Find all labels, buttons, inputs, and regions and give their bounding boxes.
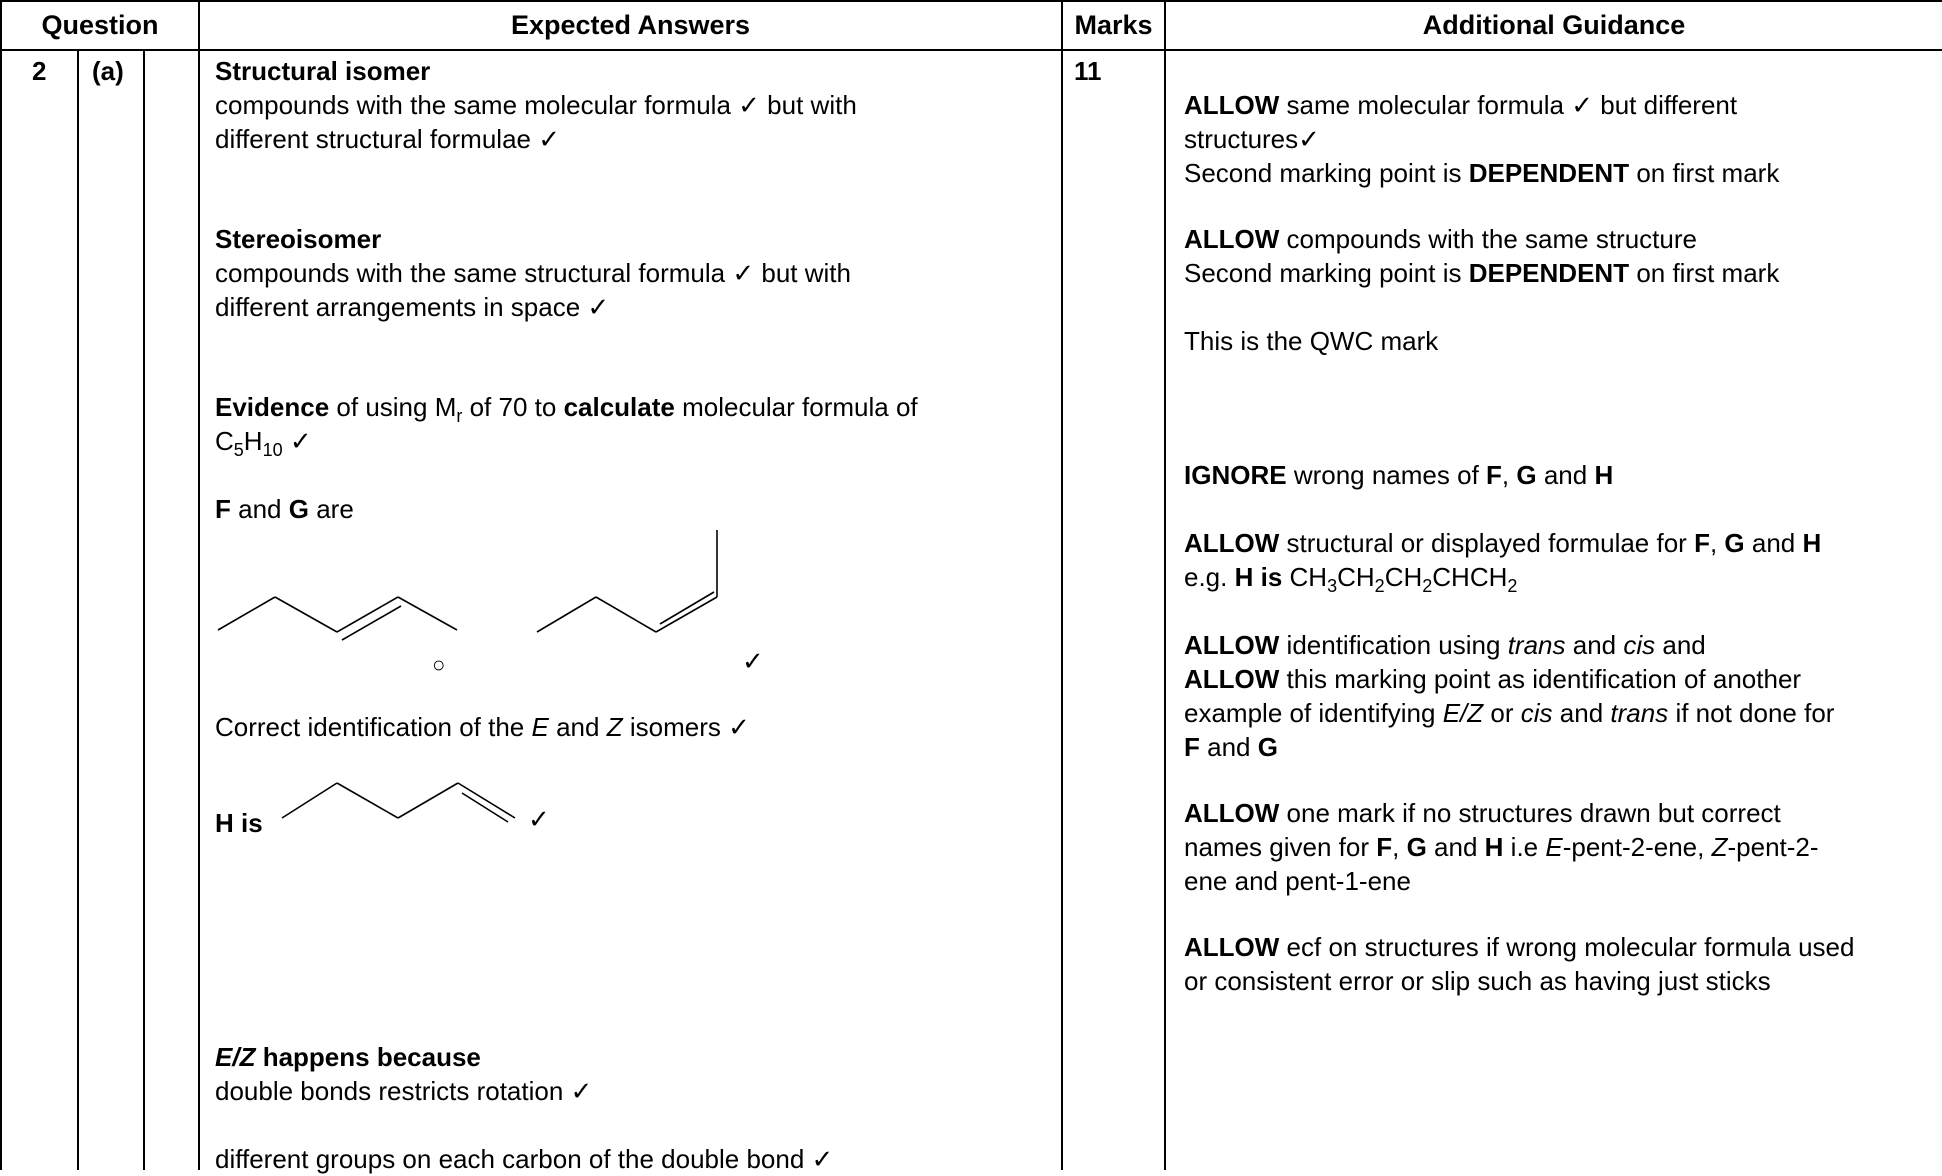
guidance-allow-formulae: ALLOW structural or displayed formulae f…: [1184, 528, 1822, 558]
col-divider-answers: [1061, 0, 1063, 1170]
structure-pent-1-ene: [281, 782, 516, 823]
col-divider-marks: [1164, 0, 1166, 1170]
ez-happens-because-title: E/Z happens because: [215, 1042, 481, 1072]
guidance-allow-another-example: ALLOW this marking point as identificati…: [1184, 664, 1802, 694]
tick-mark: ✓: [587, 292, 610, 322]
col-divider-number: [77, 50, 79, 1170]
table-top-border: [0, 0, 1942, 2]
ez-identification: Correct identification of the E and Z is…: [215, 712, 750, 742]
tick-mark: ✓: [738, 90, 760, 120]
tick-mark: ✓: [811, 1144, 834, 1174]
guidance-ignore-names: IGNORE wrong names of F, G and H: [1184, 460, 1614, 490]
stereoisomer-line1: compounds with the same structural formu…: [215, 258, 851, 288]
structural-isomer-title: Structural isomer: [215, 56, 431, 86]
header-additional-guidance: Additional Guidance: [1422, 10, 1686, 40]
structural-isomer-line1: compounds with the same molecular formul…: [215, 90, 857, 120]
tick-mark: ✓: [742, 646, 764, 676]
table-left-border: [0, 0, 2, 1170]
tick-mark: ✓: [570, 1076, 593, 1106]
guidance-allow-structures: ALLOW same molecular formula ✓ but diffe…: [1184, 90, 1738, 120]
evidence-line1: Evidence of using Mr of 70 to calculate …: [215, 392, 918, 426]
structure-z-pent-2-ene: [536, 530, 718, 633]
guidance-dependent-2: Second marking point is DEPENDENT on fir…: [1184, 258, 1780, 288]
tick-mark: ✓: [538, 124, 561, 154]
tick-mark: ✓: [1298, 124, 1320, 154]
col-divider-question: [198, 0, 200, 1170]
guidance-allow-trans-cis: ALLOW identification using trans and cis…: [1184, 630, 1706, 660]
guidance-allow-same-structure: ALLOW compounds with the same structure: [1184, 224, 1697, 254]
h-is-label: H is: [215, 808, 263, 838]
structure-e-pent-2-ene: [217, 596, 458, 641]
guidance-qwc-mark: This is the QWC mark: [1184, 326, 1439, 356]
circle-mark: ○: [432, 652, 446, 677]
tick-mark: ✓: [289, 426, 312, 456]
header-question: Question: [41, 10, 159, 40]
structural-isomer-line2: different structural formulae ✓: [215, 124, 561, 154]
evidence-formula: C5H10 ✓: [215, 426, 312, 460]
stereoisomer-title: Stereoisomer: [215, 224, 382, 254]
ez-reason-rotation: double bonds restricts rotation ✓: [215, 1076, 593, 1106]
guidance-consistent-error: or consistent error or slip such as havi…: [1184, 966, 1771, 996]
guidance-allow-one-mark: ALLOW one mark if no structures drawn bu…: [1184, 798, 1781, 828]
header-bottom-border: [0, 49, 1942, 51]
guidance-h-formula: e.g. H is CH3CH2CH2CHCH2: [1184, 562, 1518, 596]
question-part: (a): [92, 56, 124, 86]
guidance-correct-names: names given for F, G and H i.e E-pent-2-…: [1184, 832, 1819, 862]
f-and-g-are: F and G are: [215, 494, 354, 524]
guidance-dependent-1: Second marking point is DEPENDENT on fir…: [1184, 158, 1780, 188]
guidance-example-ez: example of identifying E/Z or cis and tr…: [1184, 698, 1835, 728]
col-divider-part: [143, 50, 145, 1170]
question-number: 2: [32, 56, 47, 86]
guidance-pent-1-ene: ene and pent-1-ene: [1184, 866, 1411, 896]
stereoisomer-line2: different arrangements in space ✓: [215, 292, 610, 322]
guidance-allow-ecf: ALLOW ecf on structures if wrong molecul…: [1184, 932, 1855, 962]
guidance-structures-line: structures✓: [1184, 124, 1320, 154]
marks-value: 11: [1074, 56, 1102, 86]
header-marks: Marks: [1074, 10, 1153, 40]
tick-mark: ✓: [1571, 90, 1594, 120]
tick-mark: ✓: [528, 804, 550, 834]
guidance-f-and-g: F and G: [1184, 732, 1278, 762]
ez-reason-groups: different groups on each carbon of the d…: [215, 1144, 834, 1174]
tick-mark: ✓: [728, 712, 750, 742]
header-expected-answers: Expected Answers: [510, 10, 751, 40]
tick-mark: ✓: [732, 258, 755, 288]
